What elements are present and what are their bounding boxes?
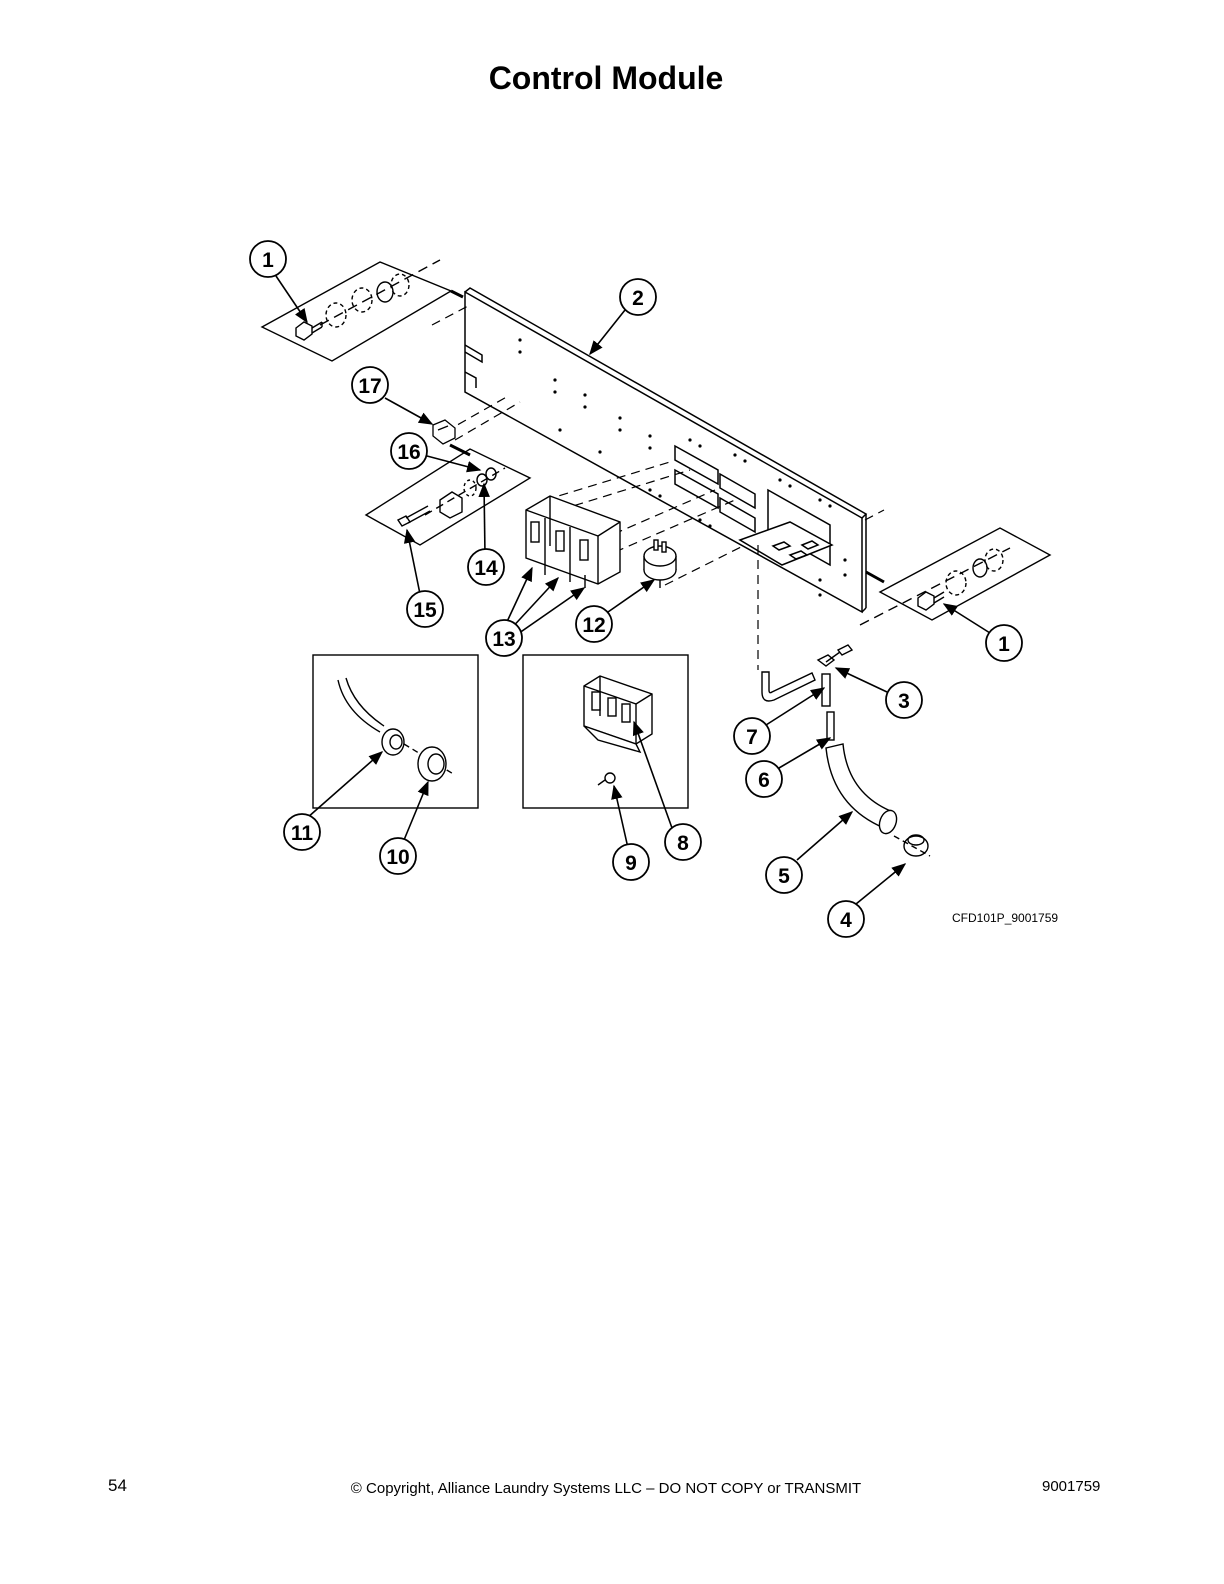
pressure-switch [643, 539, 677, 588]
callout-16: 16 [390, 432, 428, 470]
callout-1-left-label: 1 [262, 249, 274, 272]
callout-2: 2 [619, 278, 657, 316]
hose-assembly [761, 644, 931, 857]
exploded-parts-diagram: 1 2 17 16 14 15 13 12 [249, 240, 1052, 938]
callout-7-label: 7 [746, 726, 758, 749]
callout-9-label: 9 [625, 852, 637, 875]
callout-5: 5 [765, 856, 803, 894]
callout-13-label: 13 [492, 628, 515, 651]
callout-14-label: 14 [474, 557, 498, 580]
callout-1-right-label: 1 [998, 633, 1010, 656]
callout-1-right: 1 [985, 624, 1023, 662]
callout-6-label: 6 [758, 769, 770, 792]
copyright-notice: © Copyright, Alliance Laundry Systems LL… [350, 1480, 862, 1497]
callout-12-label: 12 [582, 614, 605, 637]
right-fastener-inset [859, 527, 1052, 626]
page-title: Control Module [488, 60, 724, 96]
leader-arrows [275, 275, 991, 905]
callout-9: 9 [612, 843, 650, 881]
page-number: 54 [108, 1476, 127, 1495]
document-number: 9001759 [1042, 1478, 1101, 1495]
callout-5-label: 5 [778, 865, 790, 888]
callout-7: 7 [733, 717, 771, 755]
callout-14: 14 [467, 548, 505, 586]
callout-17: 17 [351, 366, 389, 404]
callout-10: 10 [379, 837, 417, 875]
callout-8: 8 [664, 823, 702, 861]
callout-15: 15 [406, 590, 444, 628]
callout-2-label: 2 [632, 287, 644, 310]
callout-4: 4 [827, 900, 865, 938]
callout-8-label: 8 [677, 832, 689, 855]
contactor-block [525, 495, 621, 588]
left-fastener-inset [260, 259, 464, 362]
callout-1-left: 1 [249, 240, 287, 278]
clip-part [432, 419, 456, 445]
switch-bracket-inset [364, 443, 532, 546]
control-panel [464, 287, 868, 614]
callout-3-label: 3 [898, 690, 910, 713]
callout-13: 13 [485, 619, 523, 657]
figure-code: CFD101P_9001759 [952, 911, 1059, 925]
panel-holes [518, 338, 847, 597]
inset-box-contactor [522, 654, 689, 809]
callout-10-label: 10 [386, 846, 409, 869]
callout-11: 11 [283, 813, 321, 851]
callouts: 1 2 17 16 14 15 13 12 [249, 240, 1023, 938]
callout-17-label: 17 [358, 375, 381, 398]
callout-6: 6 [745, 760, 783, 798]
inset-box-grommet [312, 654, 479, 809]
callout-11-label: 11 [291, 822, 314, 845]
callout-16-label: 16 [397, 441, 420, 464]
callout-3: 3 [885, 681, 923, 719]
callout-12: 12 [575, 605, 613, 643]
callout-15-label: 15 [413, 599, 437, 622]
callout-4-label: 4 [840, 909, 852, 932]
